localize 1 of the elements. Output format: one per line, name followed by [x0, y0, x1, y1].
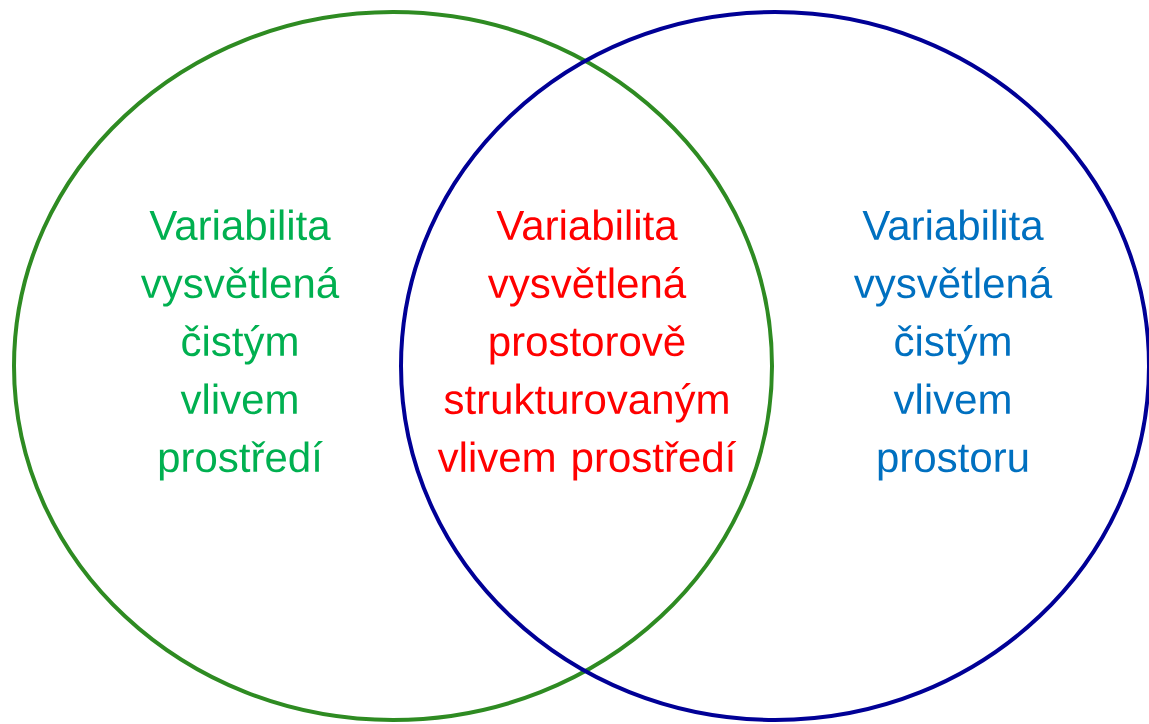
overlap-label: Variabilita vysvětlená prostorově strukturovaným vlivem prostředí	[437, 209, 737, 481]
